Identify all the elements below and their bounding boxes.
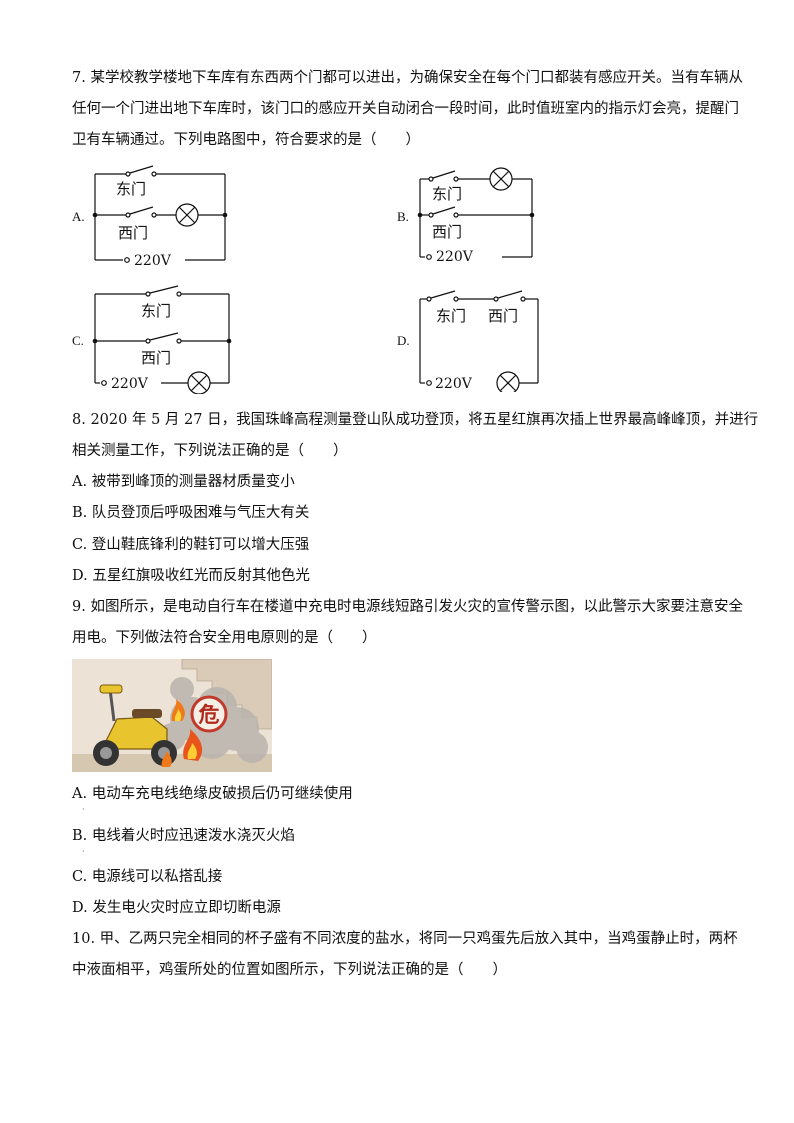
q8-option-b: B. 队员登顶后呼吸困难与气压大有关 <box>72 505 310 521</box>
q8-line-2: 相关测量工作，下列说法正确的是（ ） <box>72 443 348 459</box>
q7-line-3: 卫有车辆通过。下列电路图中，符合要求的是（ ） <box>72 132 420 148</box>
danger-character: 危 <box>199 702 220 727</box>
q7-circuit-d: 东门 西门 220V <box>419 290 539 392</box>
q7-line-1: 7. 某学校教学楼地下车库有东西两个门都可以进出，为确保安全在每个门口都装有感应… <box>72 70 743 86</box>
q7-d-east: 东门 <box>436 307 466 325</box>
q9-option-d: D. 发生电火灾时应立即切断电源 <box>72 900 281 916</box>
q10-line-1: 10. 甲、乙两只完全相同的杯子盛有不同浓度的盐水，将同一只鸡蛋先后放入其中，当… <box>72 931 738 947</box>
q7-option-a-label: A. <box>72 209 85 224</box>
q9-option-a: A. 电动车充电线绝缘皮破损后仍可继续使用 <box>72 786 353 802</box>
danger-sign: 危 <box>190 695 228 733</box>
q7-option-b-label: B. <box>397 209 409 224</box>
q8-option-c: C. 登山鞋底锋利的鞋钉可以增大压强 <box>72 537 310 553</box>
q7-c-east: 东门 <box>141 302 171 320</box>
q7-d-voltage: 220V <box>435 376 473 392</box>
q7-option-c-label: C. <box>72 333 84 348</box>
q9-option-c: C. 电源线可以私搭乱接 <box>72 869 223 885</box>
electric-scooter <box>93 684 177 766</box>
q7-b-west: 西门 <box>432 223 462 241</box>
fire-flames <box>161 699 203 767</box>
q7-b-east: 东门 <box>432 185 462 203</box>
q8-option-d: D. 五星红旗吸收红光而反射其他色光 <box>72 568 310 584</box>
q7-c-voltage: 220V <box>111 376 149 392</box>
q9-line-1: 9. 如图所示，是电动自行车在楼道中充电时电源线短路引发火灾的宣传警示图，以此警… <box>72 599 743 615</box>
q7-circuit-b: 东门 西门 220V <box>417 167 535 265</box>
q9-line-2: 用电。下列做法符合安全用电原则的是（ ） <box>72 630 377 646</box>
q10-line-2: 中液面相平，鸡蛋所处的位置如图所示，下列说法正确的是（ ） <box>72 962 507 978</box>
q8-option-a: A. 被带到峰顶的测量器材质量变小 <box>72 474 295 490</box>
q7-circuit-c: 东门 西门 220V <box>92 285 232 394</box>
q7-line-2: 任何一个门进出地下车库时，该门口的感应开关自动闭合一段时间，此时值班室内的指示灯… <box>72 101 739 117</box>
q7-b-voltage: 220V <box>436 249 474 265</box>
q7-option-d-label: D. <box>397 333 410 348</box>
q9-fire-warning-illustration: 危 <box>72 659 272 772</box>
stray-mark: · <box>82 847 85 856</box>
q7-d-west: 西门 <box>488 307 518 325</box>
q7-circuit-a: 东门 西门 220V <box>92 165 228 269</box>
q7-a-east: 东门 <box>116 180 146 198</box>
stray-mark: · <box>82 805 85 814</box>
q9-option-b: B. 电线着火时应迅速泼水浇灭火焰 <box>72 828 295 844</box>
q7-a-west: 西门 <box>118 224 148 242</box>
q7-c-west: 西门 <box>141 349 171 367</box>
q7-a-voltage: 220V <box>134 253 172 269</box>
q8-line-1: 8. 2020 年 5 月 27 日，我国珠峰高程测量登山队成功登顶，将五星红旗… <box>72 412 759 428</box>
